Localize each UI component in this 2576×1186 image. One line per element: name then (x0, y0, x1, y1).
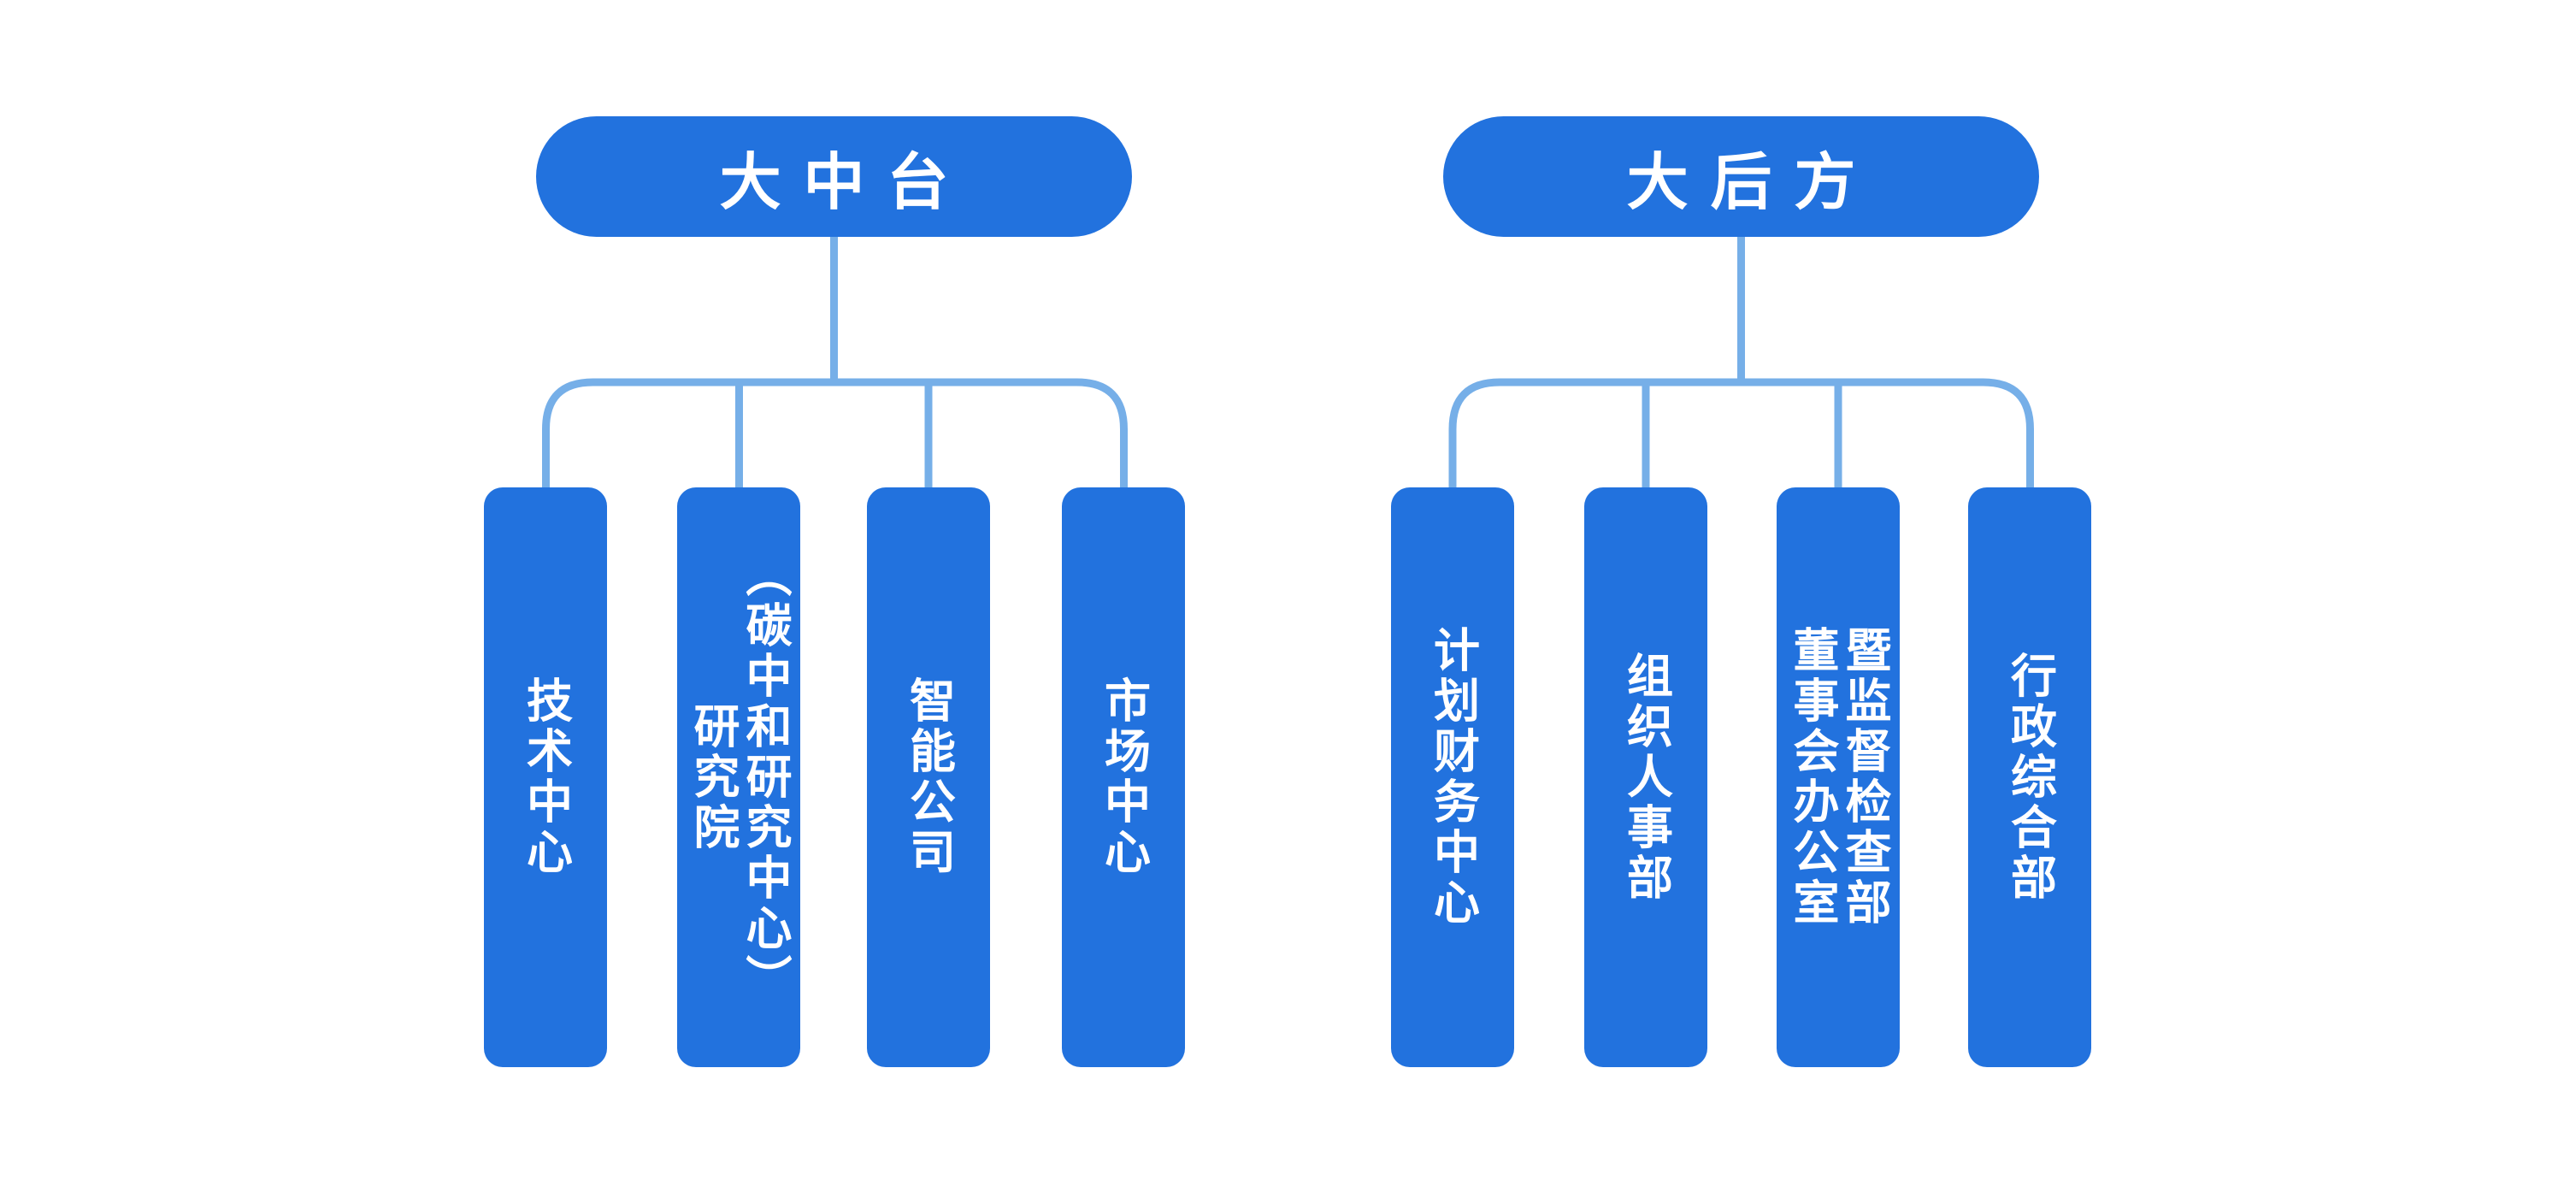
node-tech-center-label: 技术中心 (518, 676, 573, 878)
node-board-office-supervision-dept[interactable]: 董事会办公室 暨监督检查部 (1777, 487, 1900, 1067)
node-dahoufang[interactable]: 大后方 (1443, 116, 2039, 237)
node-dahoufang-label: 大后方 (1626, 146, 1878, 218)
node-market-center[interactable]: 市场中心 (1062, 487, 1185, 1067)
node-intelligent-company[interactable]: 智能公司 (867, 487, 990, 1067)
node-research-institute-label: 研究院 （碳中和研究中心） (686, 550, 792, 1005)
connector-left-bus (542, 378, 1128, 489)
connector-right-bus (1448, 378, 2034, 489)
node-dazhongtai[interactable]: 大中台 (536, 116, 1132, 237)
node-org-hr-dept-label: 组织人事部 (1618, 651, 1673, 904)
node-research-institute[interactable]: 研究院 （碳中和研究中心） (677, 487, 800, 1067)
node-planning-finance-center-label: 计划财务中心 (1425, 626, 1480, 929)
node-market-center-label: 市场中心 (1096, 676, 1151, 878)
node-admin-general-dept-label: 行政综合部 (2002, 651, 2057, 904)
node-org-hr-dept[interactable]: 组织人事部 (1584, 487, 1707, 1067)
node-admin-general-dept[interactable]: 行政综合部 (1968, 487, 2091, 1067)
node-planning-finance-center[interactable]: 计划财务中心 (1391, 487, 1514, 1067)
node-intelligent-company-label: 智能公司 (901, 676, 956, 878)
node-tech-center[interactable]: 技术中心 (484, 487, 607, 1067)
node-dazhongtai-label: 大中台 (719, 146, 971, 218)
node-board-office-supervision-dept-label: 董事会办公室 暨监督检查部 (1785, 626, 1891, 929)
